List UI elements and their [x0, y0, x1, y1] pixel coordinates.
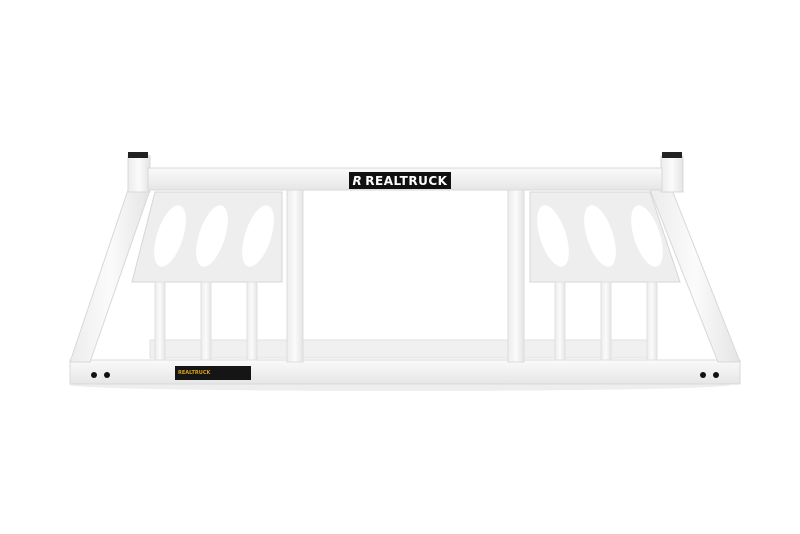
brand-logo: R REALTRUCK [349, 172, 451, 189]
product-label: REALTRUCK [175, 366, 251, 380]
label-text: REALTRUCK [178, 370, 211, 376]
logo-text: REALTRUCK [365, 173, 448, 188]
logo-mark-icon: R [352, 173, 363, 188]
